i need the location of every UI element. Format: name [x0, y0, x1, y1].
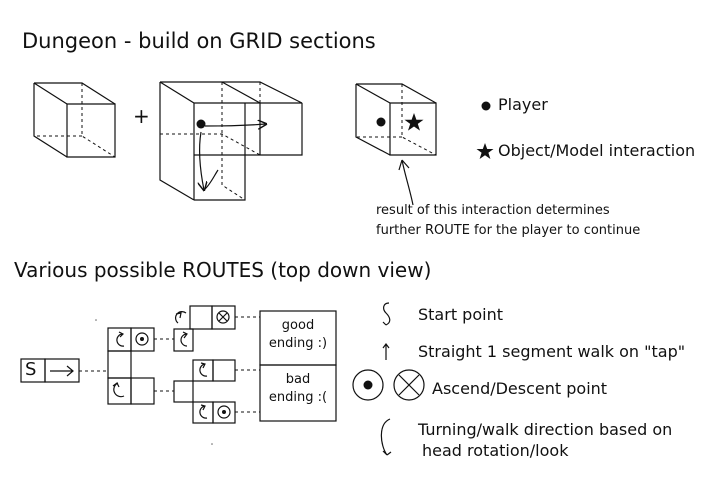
good-ending-line1: good	[281, 318, 315, 333]
good-ending-line2: ending :)	[268, 336, 328, 351]
interaction-note-line2: further ROUTE for the player to continue	[376, 223, 641, 238]
interaction-cube	[355, 83, 437, 206]
turning-arrow-icon	[380, 418, 392, 456]
ascend-point-icon	[352, 369, 384, 401]
legend-object-label: Object/Model interaction	[498, 141, 696, 160]
grid-sections	[159, 81, 303, 201]
routes-map	[20, 305, 337, 445]
bad-ending-line2: ending :(	[268, 390, 328, 405]
single-cube	[33, 82, 116, 158]
key-straight-label: Straight 1 segment walk on "tap"	[418, 342, 686, 361]
key-turn-line2: head rotation/look	[422, 441, 569, 460]
interaction-note-line1: result of this interaction determines	[376, 203, 610, 218]
plus-sign: +	[133, 104, 150, 128]
routes-title: Various possible ROUTES (top down view)	[14, 258, 432, 282]
key-turn-line1: Turning/walk direction based on	[418, 420, 673, 439]
key-ascend-label: Ascend/Descent point	[432, 379, 608, 398]
object-star-icon	[476, 143, 494, 159]
start-point-icon	[382, 302, 391, 326]
straight-walk-icon	[382, 343, 390, 360]
descent-point-icon	[393, 369, 425, 401]
player-dot-icon	[481, 101, 491, 111]
route-start-glyph: S	[25, 359, 37, 380]
bad-ending-line1: bad	[285, 372, 311, 387]
dungeon-title: Dungeon - build on GRID sections	[22, 29, 376, 53]
legend-player-label: Player	[498, 95, 548, 114]
key-start-label: Start point	[418, 305, 503, 324]
